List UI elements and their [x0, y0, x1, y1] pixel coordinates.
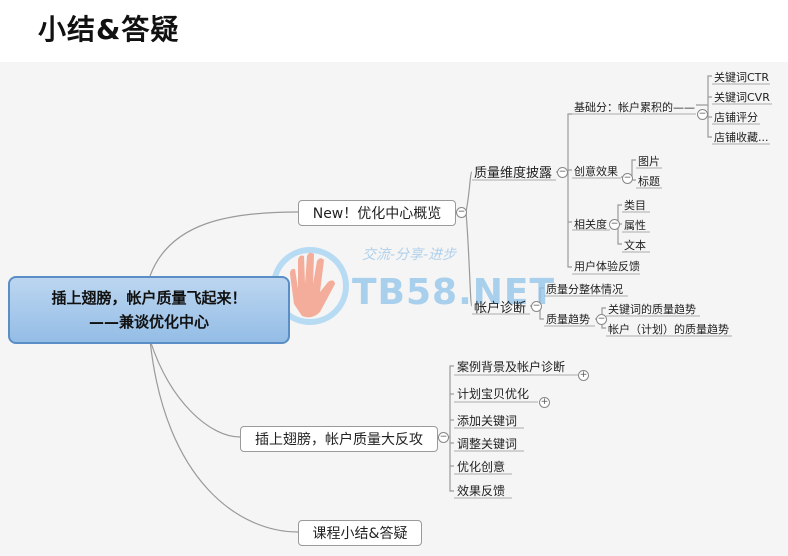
leaf-store-rating[interactable]: 店铺评分 [714, 111, 758, 124]
node-optimize-creative[interactable]: 优化创意 [457, 460, 506, 474]
leaf-account-quality-trend[interactable]: 帐户（计划）的质量趋势 [608, 323, 729, 336]
watermark-text: TB58.NET [352, 272, 556, 313]
connector-branch1-quality [465, 171, 473, 213]
connector-branch1-diagnosis [465, 211, 473, 307]
root-line2: ——兼谈优化中心 [88, 313, 209, 331]
branch-quality-counterattack[interactable]: 插上翅膀，帐户质量大反攻 [240, 426, 438, 452]
node-effect-feedback[interactable]: 效果反馈 [457, 484, 506, 498]
collapse-toggle[interactable]: − [622, 173, 633, 184]
node-adjust-keywords[interactable]: 调整关键词 [457, 437, 518, 451]
connector-root-branch3 [149, 339, 299, 533]
node-quality-overview[interactable]: 质量分整体情况 [546, 283, 623, 296]
leaf-attribute[interactable]: 属性 [624, 219, 646, 232]
leaf-keyword-quality-trend[interactable]: 关键词的质量趋势 [608, 303, 696, 316]
node-quality-dimensions[interactable]: 质量维度披露 [474, 166, 553, 181]
connector-root-branch2 [149, 339, 241, 438]
node-user-experience[interactable]: 用户体验反馈 [574, 260, 640, 273]
node-creative-effect[interactable]: 创意效果 [574, 165, 618, 178]
node-quality-trend[interactable]: 质量趋势 [546, 313, 590, 326]
expand-toggle[interactable]: + [578, 370, 589, 381]
node-account-diagnosis[interactable]: 帐户诊断 [474, 301, 527, 316]
leaf-category[interactable]: 类目 [624, 199, 646, 212]
expand-toggle[interactable]: + [539, 397, 550, 408]
node-case-background[interactable]: 案例背景及帐户诊断 [457, 360, 566, 374]
branch-summary-qa[interactable]: 课程小结&答疑 [298, 520, 422, 546]
slide-title: 小结&答疑 [38, 13, 180, 46]
watermark-slogan: 交流-分享-进步 [362, 247, 457, 263]
collapse-toggle[interactable]: − [456, 207, 467, 218]
collapse-toggle[interactable]: − [596, 314, 607, 325]
connector-root-branch1 [149, 211, 299, 277]
leaf-store-favorites[interactable]: 店铺收藏... [714, 131, 769, 144]
leaf-keyword-cvr[interactable]: 关键词CVR [714, 91, 770, 104]
leaf-text[interactable]: 文本 [624, 239, 646, 252]
branch-overview[interactable]: New！优化中心概览 [298, 200, 456, 226]
node-base-score[interactable]: 基础分：帐户累积的—— [574, 101, 695, 114]
root-topic[interactable]: 插上翅膀，帐户质量飞起来！ ——兼谈优化中心 [8, 276, 290, 344]
leaf-keyword-ctr[interactable]: 关键词CTR [714, 71, 770, 84]
node-plan-item-optimize[interactable]: 计划宝贝优化 [457, 387, 530, 401]
collapse-toggle[interactable]: − [609, 219, 620, 230]
node-relevance[interactable]: 相关度 [574, 218, 607, 231]
collapse-toggle[interactable]: − [438, 432, 449, 443]
leaf-image[interactable]: 图片 [638, 155, 660, 168]
root-line1: 插上翅膀，帐户质量飞起来！ [51, 289, 247, 307]
collapse-toggle[interactable]: − [531, 301, 542, 312]
collapse-toggle[interactable]: − [697, 109, 708, 120]
node-add-keywords[interactable]: 添加关键词 [457, 414, 518, 428]
collapse-toggle[interactable]: − [557, 167, 568, 178]
mindmap-connectors [149, 75, 772, 533]
leaf-title[interactable]: 标题 [638, 175, 660, 188]
mindmap-canvas: 交流-分享-进步 TB58.NET 插上翅膀，帐户质量飞起来！ ——兼谈优化中心… [0, 62, 788, 556]
